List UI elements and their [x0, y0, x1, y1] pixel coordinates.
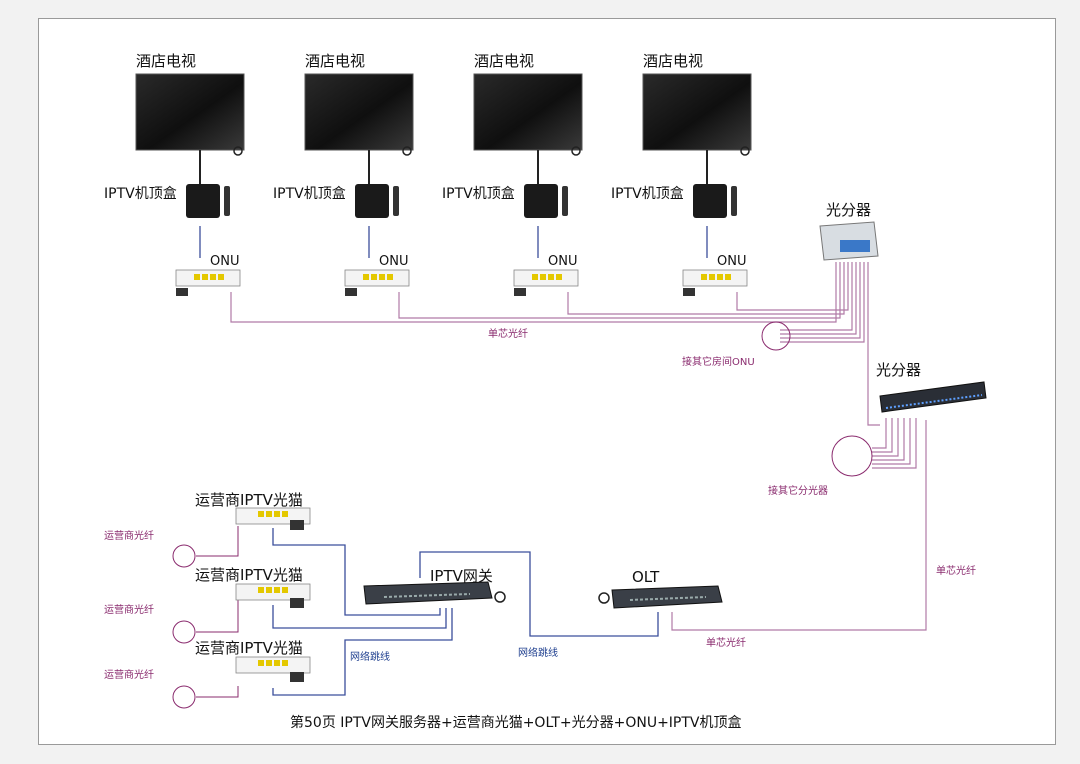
olt-label: OLT — [632, 568, 660, 586]
onu-label: ONU — [548, 254, 577, 269]
iptv-set-top-box — [186, 184, 220, 218]
fiber-coil — [831, 435, 873, 477]
fiber-coil — [761, 321, 791, 351]
patch-cable-label-2: 网络跳线 — [518, 646, 558, 659]
other-onu-label: 接其它房间ONU — [682, 355, 755, 368]
modem-label: 运营商IPTV光猫 — [195, 639, 303, 657]
carrier-modem-1: 运营商IPTV光猫 — [195, 491, 311, 530]
olt-device — [598, 585, 723, 609]
onu-label: ONU — [210, 254, 239, 269]
splitter-label-rack: 光分器 — [876, 361, 921, 379]
figure-caption: 第50页 IPTV网关服务器+运营商光猫+OLT+光分器+ONU+IPTV机顶盒 — [290, 714, 742, 731]
remote-icon — [224, 186, 230, 216]
tv-label: 酒店电视 — [305, 52, 365, 70]
patch-cable-label-1: 网络跳线 — [350, 650, 390, 663]
carrier-fiber-label: 运营商光纤 — [104, 668, 154, 681]
carrier-fiber-lines — [196, 526, 239, 698]
tv-label: 酒店电视 — [136, 52, 196, 70]
carrier-fiber-coil — [172, 685, 196, 709]
modem-label: 运营商IPTV光猫 — [195, 491, 303, 509]
fiber-label-olt: 单芯光纤 — [706, 636, 746, 649]
onu-device — [513, 269, 579, 296]
stb-label: IPTV机顶盒 — [273, 185, 346, 202]
carrier-fiber-label: 运营商光纤 — [104, 603, 154, 616]
room-1: 酒店电视 IPTV机顶盒 ONU — [104, 52, 245, 296]
stb-label: IPTV机顶盒 — [442, 185, 515, 202]
gateway-label: IPTV网关 — [430, 567, 493, 585]
rack-optical-splitter — [879, 381, 987, 413]
stb-label: IPTV机顶盒 — [611, 185, 684, 202]
room-2: 酒店电视 IPTV机顶盒 ONU — [273, 52, 414, 296]
onu-label: ONU — [379, 254, 408, 269]
iptv-gateway — [363, 581, 506, 605]
carrier-modem-3: 运营商IPTV光猫 — [195, 639, 311, 682]
modem-label: 运营商IPTV光猫 — [195, 566, 303, 584]
tv-label: 酒店电视 — [474, 52, 534, 70]
hotel-tv — [473, 73, 583, 186]
fiber-label-right: 单芯光纤 — [936, 564, 976, 577]
tv-label: 酒店电视 — [643, 52, 703, 70]
remote-icon — [393, 186, 399, 216]
iptv-set-top-box — [693, 184, 727, 218]
other-splitter-label: 接其它分光器 — [768, 484, 828, 497]
iptv-set-top-box — [355, 184, 389, 218]
ethernet-lines — [199, 226, 708, 696]
fiber-lines — [230, 262, 927, 631]
fiber-label-top: 单芯光纤 — [488, 327, 528, 340]
remote-icon — [562, 186, 568, 216]
optical-splitter-box — [819, 221, 879, 261]
carrier-modem-2: 运营商IPTV光猫 — [195, 566, 311, 608]
onu-device — [682, 269, 748, 296]
stb-label: IPTV机顶盒 — [104, 185, 177, 202]
onu-device — [175, 269, 241, 296]
remote-icon — [731, 186, 737, 216]
onu-label: ONU — [717, 254, 746, 269]
carrier-fiber-coil — [172, 544, 196, 568]
hotel-tv — [304, 73, 414, 186]
splitter-label-top: 光分器 — [826, 201, 871, 219]
room-3: 酒店电视 IPTV机顶盒 ONU — [442, 52, 583, 296]
carrier-fiber-label: 运营商光纤 — [104, 529, 154, 542]
hotel-tv — [642, 73, 752, 186]
hotel-tv — [135, 73, 245, 186]
onu-device — [344, 269, 410, 296]
carrier-fiber-coil — [172, 620, 196, 644]
room-4: 酒店电视 IPTV机顶盒 ONU — [611, 52, 752, 296]
iptv-set-top-box — [524, 184, 558, 218]
